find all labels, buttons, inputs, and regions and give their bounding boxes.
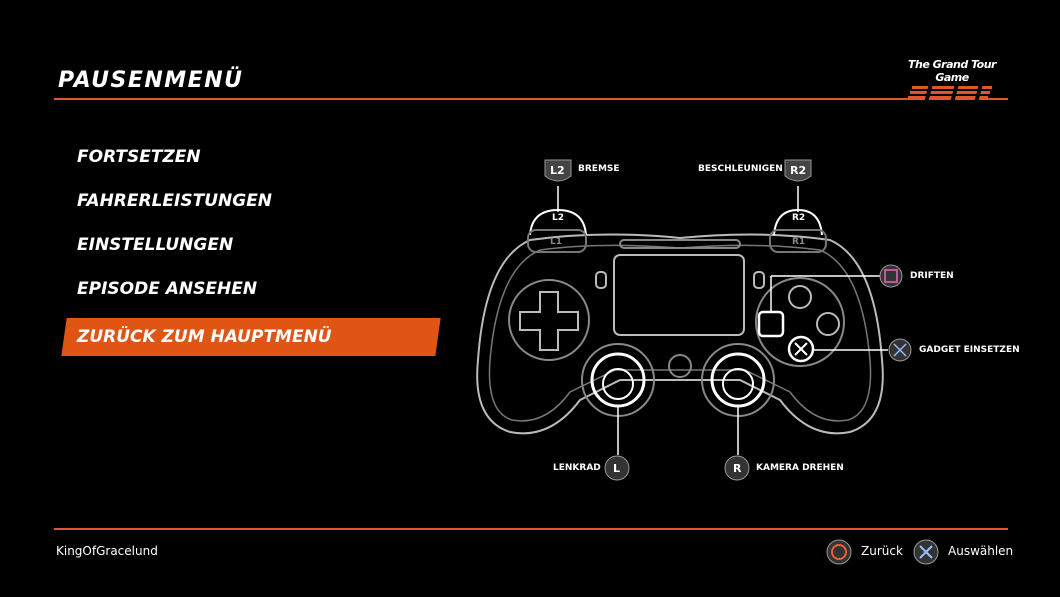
footer-divider	[54, 528, 1008, 530]
cross-button-icon	[913, 539, 939, 565]
menu-item-fortsetzen[interactable]: FORTSETZEN	[77, 147, 201, 167]
r2-key-icon: R2	[790, 164, 807, 177]
l-stick-icon: L	[613, 462, 621, 475]
l2-key-icon: L2	[550, 164, 565, 177]
l2-bumper-label: L2	[552, 213, 564, 223]
back-button[interactable]: Zurück	[861, 544, 903, 558]
game-logo: The Grand Tour Game	[896, 58, 1008, 106]
menu-item-fahrerleistungen[interactable]: FAHRERLEISTUNGEN	[77, 191, 273, 211]
cross-action-label: GADGET EINSETZEN	[919, 345, 1020, 355]
l-action-label: LENKRAD	[553, 463, 601, 473]
l1-bumper-label: L1	[550, 237, 562, 247]
logo-text: The Grand Tour Game	[908, 58, 996, 84]
r2-action-label: BESCHLEUNIGEN	[698, 164, 783, 174]
square-action-label: DRIFTEN	[910, 271, 954, 281]
username: KingOfGracelund	[56, 544, 158, 558]
tgt-logo-icon	[908, 84, 992, 102]
r-action-label: KAMERA DREHEN	[756, 463, 844, 473]
menu-item-episode-ansehen[interactable]: EPISODE ANSEHEN	[77, 279, 258, 299]
r1-bumper-label: R1	[792, 237, 806, 247]
page-title: PAUSENMENÜ	[58, 68, 244, 93]
r-stick-icon: R	[733, 462, 742, 475]
circle-button-icon	[826, 539, 852, 565]
r2-bumper-label: R2	[792, 213, 806, 223]
header-divider	[54, 98, 1008, 100]
select-button[interactable]: Auswählen	[948, 544, 1014, 558]
l2-action-label: BREMSE	[578, 164, 620, 174]
menu-item-einstellungen[interactable]: EINSTELLUNGEN	[77, 235, 234, 255]
pause-menu: FORTSETZEN FAHRERLEISTUNGEN EINSTELLUNGE…	[61, 140, 441, 356]
